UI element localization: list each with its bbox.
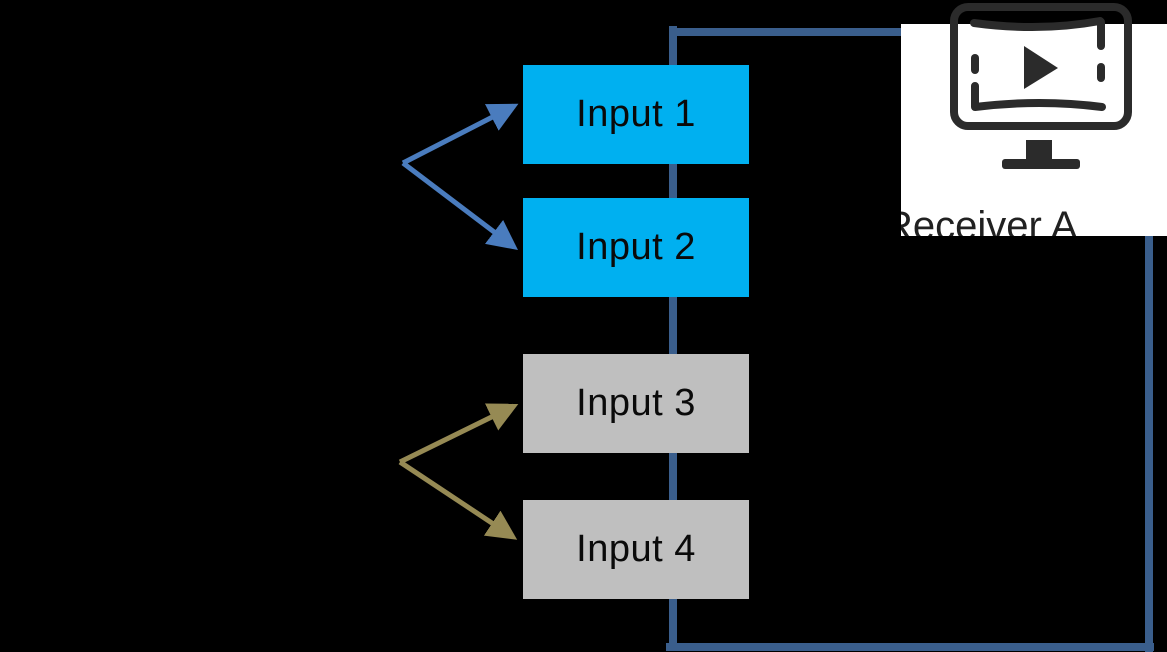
input-box-1: Input 1 [523, 65, 749, 164]
connector-center-vertical-line [669, 26, 677, 651]
play-icon [1024, 46, 1058, 89]
receiver-label: Receiver A [901, 204, 1078, 236]
arrow-blue-to-input-1 [401, 103, 519, 166]
input-box-label: Input 2 [576, 226, 696, 268]
video-monitor-play-icon [950, 3, 1132, 169]
input-box-label: Input 4 [576, 528, 696, 570]
input-box-3: Input 3 [523, 354, 749, 453]
monitor-frame [950, 3, 1132, 130]
monitor-stand-base [1002, 159, 1080, 169]
input-box-label: Input 3 [576, 382, 696, 424]
screen-bottom-curve [971, 82, 1106, 111]
connector-right-vertical-line [1145, 233, 1153, 652]
connector-top-line [669, 28, 901, 36]
arrow-blue-to-input-2 [401, 161, 518, 251]
monitor-stand-neck [1026, 140, 1052, 162]
input-box-label: Input 1 [576, 93, 696, 135]
arrow-olive-to-input-3 [398, 403, 519, 465]
arrow-olive-to-input-4 [398, 459, 518, 540]
connector-bottom-line [666, 643, 1154, 651]
screen-top-curve [970, 17, 1105, 50]
input-box-2: Input 2 [523, 198, 749, 297]
input-box-4: Input 4 [523, 500, 749, 599]
